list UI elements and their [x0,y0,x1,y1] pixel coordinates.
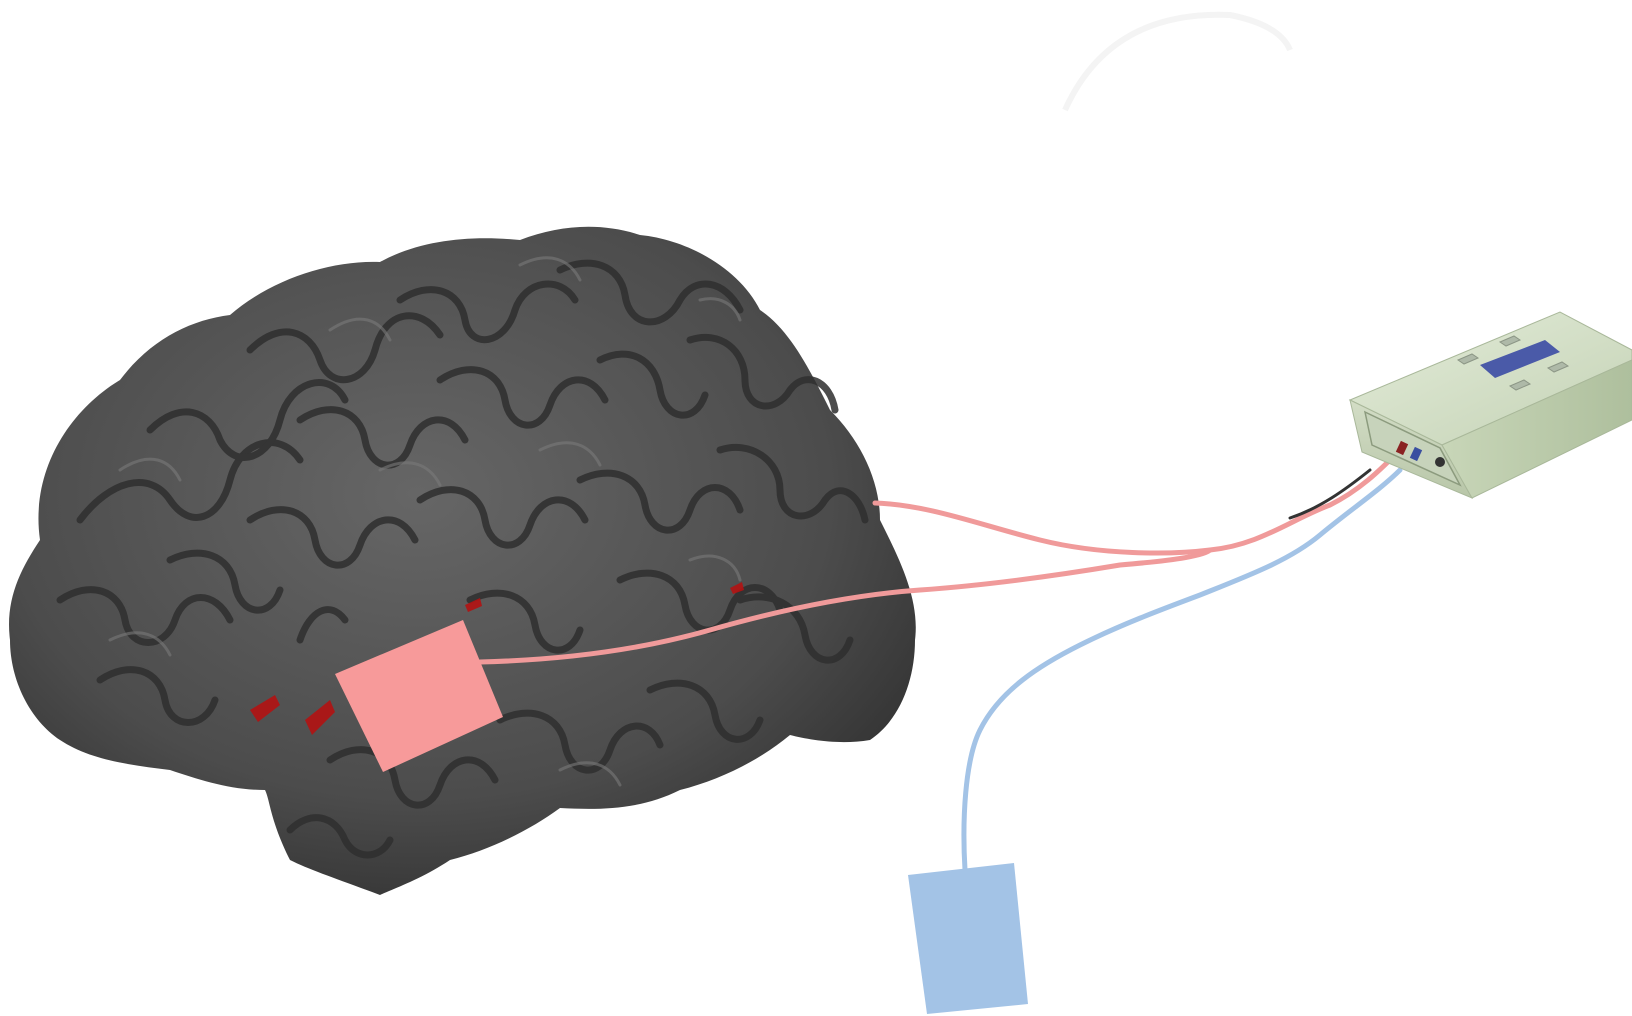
dark-wire [1290,470,1370,518]
brain-surface-icon [9,227,916,895]
brain [9,227,916,895]
stimulator-device [1350,312,1632,498]
cathode-electrode [908,863,1028,1014]
cathode-wire [964,470,1400,870]
faint-arc [1065,15,1290,110]
aux-port [1435,457,1445,467]
electrode-pad-icon [908,863,1028,1014]
